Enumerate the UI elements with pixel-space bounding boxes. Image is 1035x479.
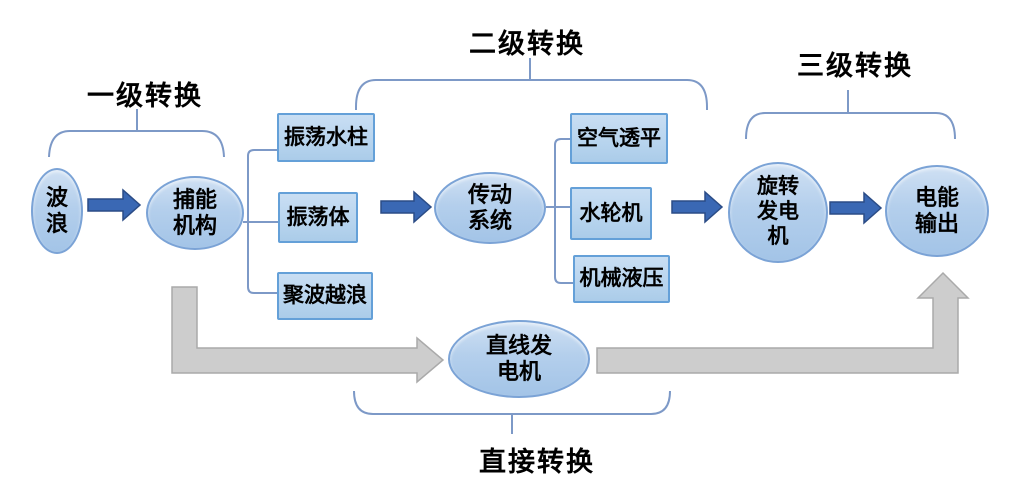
stage2-label: 二级转换 xyxy=(469,29,585,59)
node-wave: 波 浪 xyxy=(31,168,83,254)
node-mechanical-hydraulic: 机械液压 xyxy=(573,255,670,303)
blue-arrow-rotary-to-output xyxy=(829,191,883,225)
bracket-stage3 xyxy=(745,90,956,140)
node-power-output: 电能 输出 xyxy=(885,165,989,257)
direct-label: 直接转换 xyxy=(479,447,595,477)
node-linear-generator: 直线发 电机 xyxy=(448,320,590,398)
node-air-turbine: 空气透平 xyxy=(570,113,668,164)
bracket-stage1 xyxy=(48,109,225,158)
node-overtopping: 聚波越浪 xyxy=(277,272,373,320)
node-rotary-generator: 旋转 发电 机 xyxy=(728,162,828,263)
node-oscillating-body: 振荡体 xyxy=(278,192,358,243)
node-water-turbine: 水轮机 xyxy=(570,187,652,240)
blue-arrow-turbine-to-rotary xyxy=(671,190,724,224)
blue-arrow-body-to-transmission xyxy=(380,190,433,224)
node-capture-mechanism: 捕能 机构 xyxy=(146,176,244,250)
gray-arrow-capture-to-linear xyxy=(171,286,445,384)
stage3-label: 三级转换 xyxy=(797,51,913,81)
bracket-stage2 xyxy=(355,58,708,110)
stage1-label: 一级转换 xyxy=(87,81,203,111)
connector-capture-tree xyxy=(243,149,278,294)
gray-arrow-linear-to-output xyxy=(596,271,970,374)
bracket-direct xyxy=(353,390,671,434)
node-transmission-system: 传动 系统 xyxy=(434,172,546,244)
blue-arrow-wave-to-capture xyxy=(87,188,142,222)
connector-transmission-tree xyxy=(546,138,573,284)
node-oscillating-water-column: 振荡水柱 xyxy=(277,113,375,162)
